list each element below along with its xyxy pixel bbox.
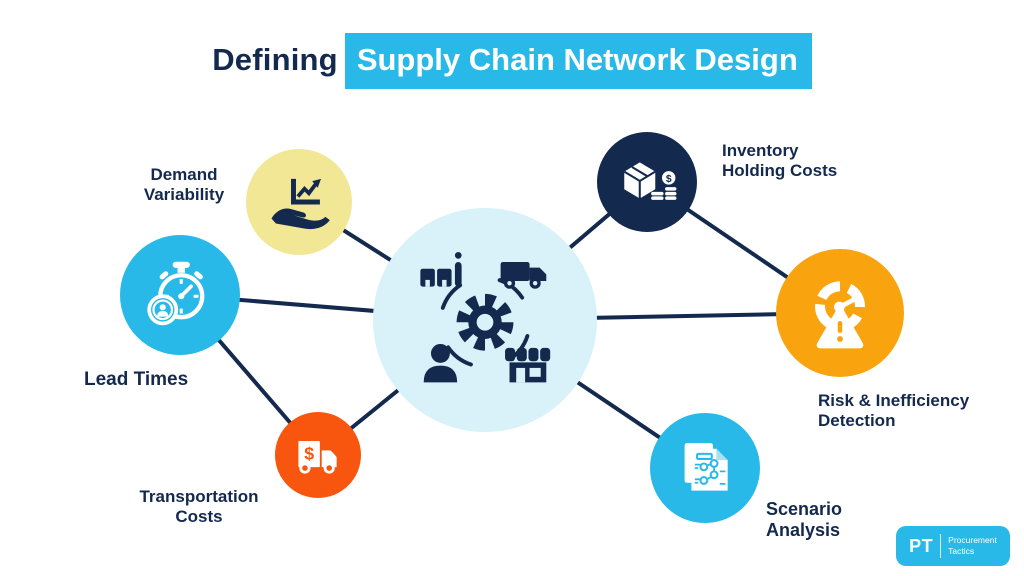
node-risk-inefficiency-detection (776, 249, 904, 377)
store-icon (505, 347, 551, 383)
node-demand-variability (246, 149, 352, 255)
gauge-warning-icon (815, 281, 865, 349)
label-scenario-analysis: Scenario Analysis (766, 499, 843, 541)
node-lead-times (120, 235, 240, 355)
svg-text:$: $ (304, 444, 314, 464)
cycle-arcs-icon (438, 275, 532, 369)
procurement-tactics-logo: PT Procurement Tactics (896, 526, 1010, 566)
logo-initials: PT (909, 535, 934, 556)
truck-icon (500, 262, 547, 289)
title-prefix: Defining (212, 42, 338, 77)
label-demand-variability: Demand Variability (143, 165, 225, 205)
svg-text:$: $ (666, 174, 672, 185)
flowchart-document-icon (684, 443, 728, 491)
node-transportation-costs: $ (275, 412, 361, 498)
gear-icon (456, 293, 514, 351)
logo-divider (940, 534, 942, 558)
box-coins-icon: $ (623, 162, 677, 200)
stopwatch-person-icon (147, 261, 205, 326)
person-icon (423, 343, 458, 383)
supply-chain-cycle-icon (420, 252, 551, 383)
logo-name: Procurement Tactics (948, 534, 997, 556)
title-highlight: Supply Chain Network Design (344, 33, 812, 89)
factory-icon (420, 252, 462, 287)
hand-chart-icon (271, 178, 330, 230)
label-inventory-holding-costs: Inventory Holding Costs (722, 141, 838, 181)
center-node-supply-chain (373, 208, 597, 432)
label-lead-times: Lead Times (84, 369, 189, 390)
label-transportation-costs: Transportation Costs (139, 487, 259, 527)
node-inventory-holding-costs: $ (597, 132, 697, 232)
label-risk-inefficiency-detection: Risk & Inefficiency Detection (818, 391, 970, 431)
node-scenario-analysis (650, 413, 760, 523)
dollar-truck-icon: $ (298, 441, 337, 474)
